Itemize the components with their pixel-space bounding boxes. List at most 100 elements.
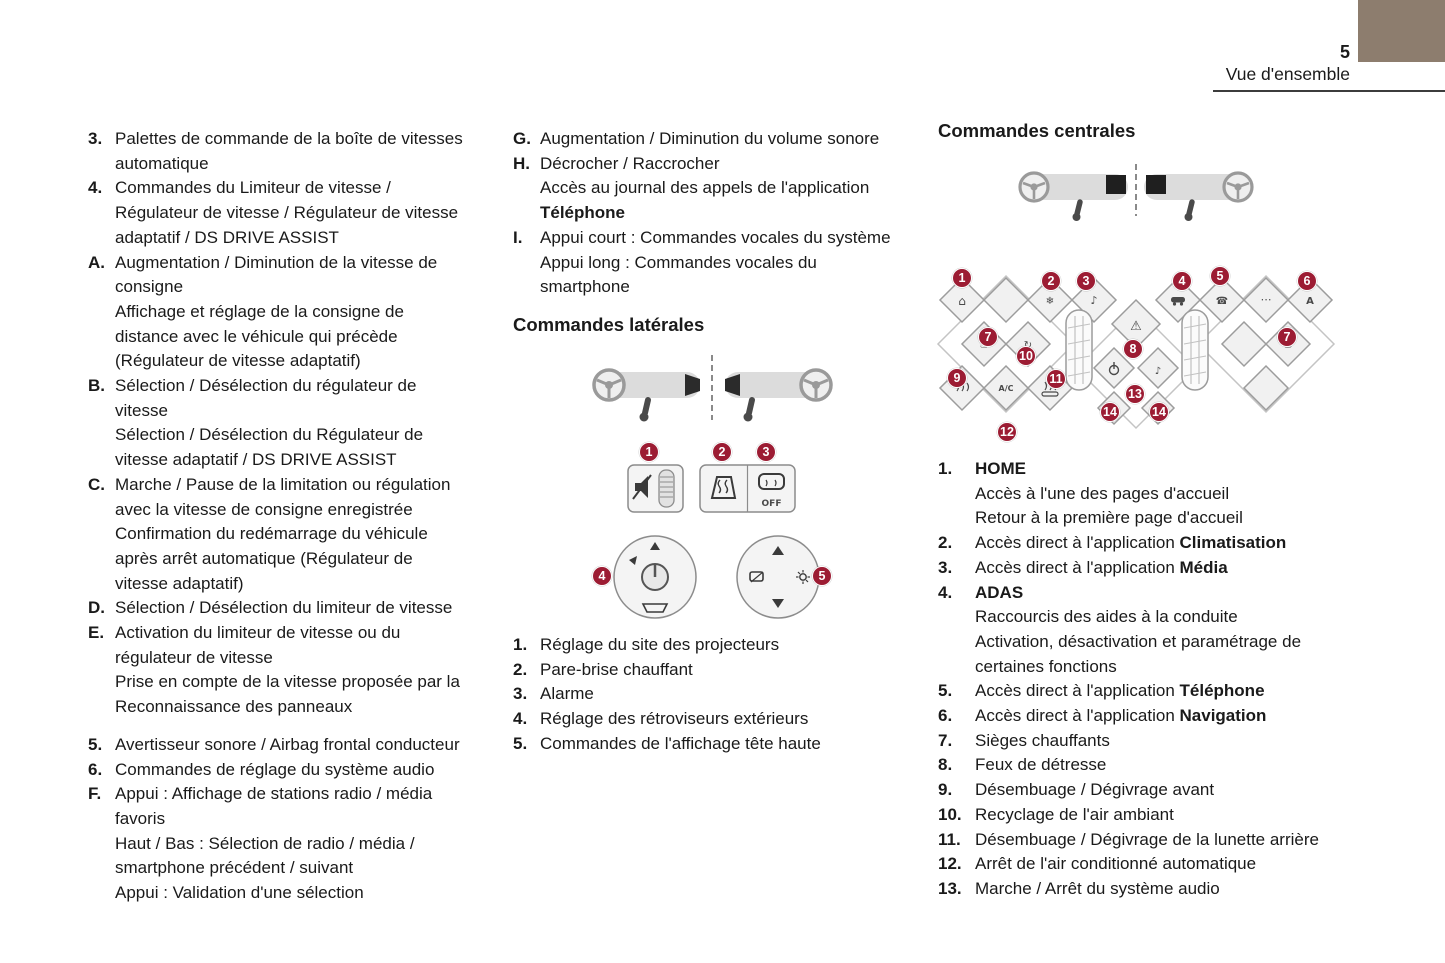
item-label: 11.: [938, 829, 961, 849]
item-label: 3.: [938, 557, 953, 577]
steering-wheel-left-icon: [1018, 171, 1128, 221]
item-text: Appui court : Commandes vocales du systè…: [540, 227, 891, 297]
steering-wheel-right-icon: [725, 368, 833, 422]
item-label: 13.: [938, 878, 962, 898]
item-label: 10.: [938, 804, 962, 824]
item-text: Sièges chauffants: [975, 730, 1110, 750]
item-label: 6.: [88, 759, 103, 779]
callout-marker-2: 2: [712, 442, 732, 462]
item-text: Accès direct à l'application Climatisati…: [975, 533, 1287, 553]
mute-speaker-icon: [632, 474, 652, 500]
item-text: Sélection / Désélection du régulateur de…: [115, 376, 424, 470]
item-label: 1.: [513, 635, 528, 654]
callout-marker-3: 3: [756, 442, 776, 462]
item-text: Accès direct à l'application Média: [975, 557, 1228, 577]
item-text: Accès direct à l'application Téléphone: [975, 681, 1265, 701]
list-item: E. Activation du limiteur de vitesse ou d…: [88, 621, 490, 720]
item-label: 4.: [88, 178, 103, 198]
item-text: Feux de détresse: [975, 755, 1107, 775]
item-label: A.: [88, 252, 105, 272]
list-item: D. Sélection / Désélection du limiteur de…: [88, 596, 490, 621]
list-item: 5.Accès direct à l'application Téléphone: [938, 679, 1362, 704]
audio-note-icon: ♪: [1155, 366, 1161, 377]
list-item: F.Appui : Affichage de stations radio / …: [88, 782, 490, 906]
item-label: 12.: [938, 854, 962, 874]
callout-marker-11: 11: [1046, 369, 1066, 389]
chapter-tab: [1358, 0, 1445, 62]
list-item: 3.Palettes de commande de la boîte de vi…: [88, 127, 490, 176]
list-item: G.Augmentation / Diminution du volume so…: [513, 127, 913, 152]
page-number: 5: [1339, 42, 1350, 62]
list-item: I. Appui court : Commandes vocales du sys…: [513, 226, 913, 300]
item-text: Désembuage / Dégivrage de la lunette arr…: [975, 829, 1319, 849]
callout-marker-1: 1: [639, 442, 659, 462]
list-item: 4. Commandes du Limiteur de vitesse /Régu…: [88, 176, 490, 250]
central-controls-diagram: ⌂ ❄ ♪ ☎ ⋯ A ♨ ♨ ↻ ⚠ A/C ♪ 12345677891011…: [930, 158, 1342, 458]
brightness-sun-icon: [796, 570, 810, 584]
callout-marker-4: 4: [1172, 271, 1192, 291]
item-label: 3.: [513, 684, 528, 704]
item-text: Recyclage de l'air ambiant: [975, 804, 1174, 824]
item-text: Marche / Arrêt du système audio: [975, 878, 1220, 898]
central-controls-illustration: ⌂ ❄ ♪ ☎ ⋯ A ♨ ♨ ↻ ⚠ A/C ♪: [936, 164, 1336, 430]
callout-marker-3: 3: [1076, 271, 1096, 291]
item-text: Commandes de réglage du système audio: [115, 759, 435, 779]
item-text: Réglage des rétroviseurs extérieurs: [540, 709, 809, 729]
thumbwheel-icon: [658, 469, 675, 508]
list-item: 8.Feux de détresse: [938, 753, 1362, 778]
item-label: 5.: [88, 734, 103, 754]
list-item: 13. Marche / Arrêt du système audio: [938, 877, 1362, 902]
recirculation-icon: ↻: [1024, 340, 1032, 351]
steering-wheel-right-icon: [1144, 171, 1254, 221]
item-text: Augmentation / Diminution de la vitesse …: [115, 252, 438, 371]
item-label: 4.: [938, 582, 953, 602]
list-item: B.Sélection / Désélection du régulateur …: [88, 374, 490, 473]
windscreen-heating-icon: [710, 476, 737, 499]
list-item: 11. Désembuage / Dégivrage de la lunette …: [938, 828, 1362, 853]
callout-marker-6: 6: [1297, 271, 1317, 291]
hud-screen-icon: [749, 571, 764, 583]
callout-marker-13: 13: [1125, 384, 1145, 404]
list-item: 6.Accès direct à l'application Navigatio…: [938, 704, 1362, 729]
item-text: Avertisseur sonore / Airbag frontal cond…: [115, 734, 460, 754]
list-item: A. Augmentation / Diminution de la vitess…: [88, 251, 490, 375]
item-label: D.: [88, 598, 105, 618]
item-text: Sélection / Désélection du limiteur de v…: [115, 598, 453, 618]
list-item: 5.Commandes de l'affichage tête haute: [513, 732, 913, 757]
item-label: E.: [88, 623, 105, 643]
callout-marker-10: 10: [1016, 346, 1036, 366]
list-item: 4.Réglage des rétroviseurs extérieurs: [513, 707, 913, 732]
mirror-adjustment-dial-icon: [613, 535, 697, 619]
hazard-warning-icon: ⚠: [1130, 319, 1142, 334]
list-item: 6. Commandes de réglage du système audio: [88, 758, 490, 783]
item-text: Commandes du Limiteur de vitesse /Régula…: [115, 178, 459, 247]
callout-marker-9: 9: [947, 368, 967, 388]
item-label: F.: [88, 784, 102, 804]
left-column-list: 3.Palettes de commande de la boîte de vi…: [88, 127, 490, 906]
item-text: Pare-brise chauffant: [540, 659, 693, 679]
list-item: 3.Alarme: [513, 682, 913, 707]
item-text: Accès direct à l'application Navigation: [975, 706, 1267, 726]
item-label: 2.: [513, 659, 528, 679]
item-label: 9.: [938, 780, 953, 800]
section-title-central: Commandes centrales: [938, 120, 1136, 141]
home-icon: ⌂: [958, 294, 966, 308]
section-title-lateral: Commandes latérales: [513, 314, 705, 335]
item-text: Commandes de l'affichage tête haute: [540, 733, 821, 753]
item-label: I.: [513, 227, 523, 247]
steering-wheel-left-icon: [592, 368, 700, 422]
item-text: Arrêt de l'air conditionné automatique: [975, 854, 1257, 874]
media-icon: ♪: [1090, 294, 1097, 307]
item-label: H.: [513, 153, 530, 173]
lateral-controls-illustration: OFF: [592, 355, 833, 619]
list-item: 7.Sièges chauffants: [938, 729, 1362, 754]
air-vent-icon: [1181, 309, 1209, 391]
callout-marker-1: 1: [952, 268, 972, 288]
callout-marker-14: 14: [1100, 402, 1120, 422]
